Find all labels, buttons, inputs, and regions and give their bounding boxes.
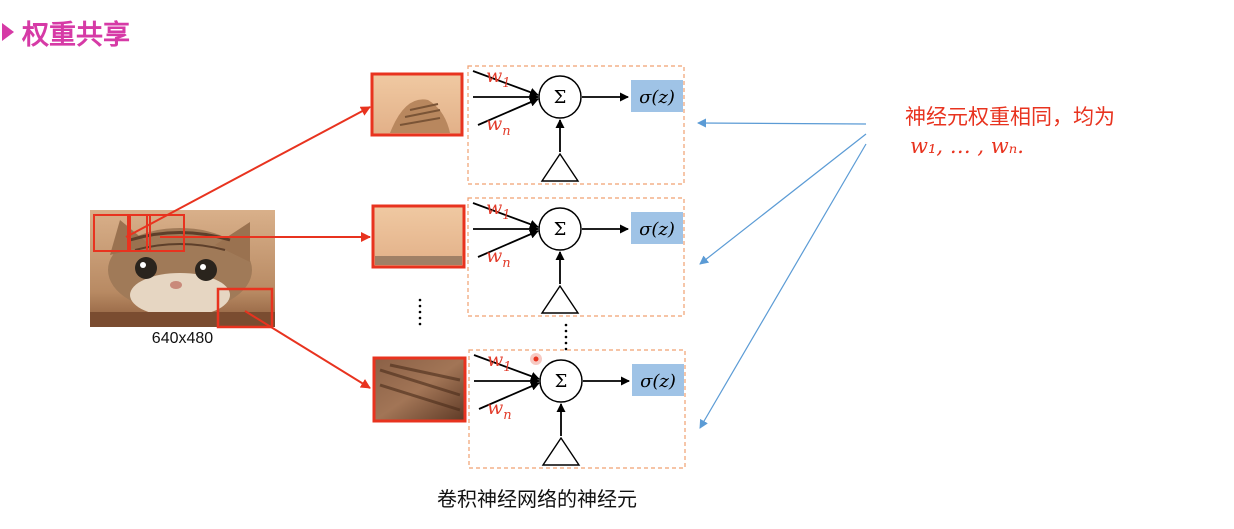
activation-box <box>631 212 683 244</box>
zoom-patch-3 <box>372 356 467 423</box>
slide-title: 权重共享 <box>0 14 130 51</box>
summation-node <box>538 75 582 119</box>
summation-node <box>539 359 583 403</box>
summation-node <box>538 207 582 251</box>
summation-symbol: Σ <box>554 87 567 108</box>
diagram-caption: 卷积神经网络的神经元 <box>437 487 637 511</box>
cat-image <box>90 210 275 327</box>
bias-triangle-icon <box>541 436 581 466</box>
zoom-patch-1 <box>370 72 464 137</box>
activation-label: σ(z) <box>639 219 675 240</box>
cat-patch-2 <box>127 214 151 252</box>
neuron-dashed-box <box>467 197 685 317</box>
input-arrow <box>473 354 540 381</box>
cat-patch-4 <box>216 287 274 329</box>
shared-weight-note: 神经元权重相同，均为 <box>905 105 1115 129</box>
input-arrow <box>478 382 540 410</box>
slide-title-text: 权重共享 <box>22 19 130 51</box>
input-arrow <box>477 98 539 126</box>
activation-label: σ(z) <box>639 87 675 108</box>
shared-weight-formula: w₁, … , wₙ. <box>910 134 1024 158</box>
summation-symbol: Σ <box>555 371 568 392</box>
activation-box <box>631 80 683 112</box>
pointer-arrow-2 <box>699 133 867 265</box>
input-arrow <box>477 230 539 258</box>
neuron-dashed-box <box>467 65 685 185</box>
pointer-arrow-1 <box>697 118 867 128</box>
patch-arrow-1 <box>125 106 371 238</box>
input-arrow <box>472 202 539 229</box>
weight-label-last: wn <box>486 245 511 271</box>
zoom-patch-2 <box>371 204 466 269</box>
ellipsis-dots-left <box>418 298 422 326</box>
summation-symbol: Σ <box>554 219 567 240</box>
neuron-dashed-box <box>468 349 686 469</box>
weight-label-last: wn <box>486 113 511 139</box>
bias-triangle-icon <box>540 152 580 182</box>
weight-label-last: wn <box>487 397 512 423</box>
title-bullet-icon <box>2 23 14 41</box>
bias-triangle-icon <box>540 284 580 314</box>
pointer-arrow-3 <box>699 143 867 429</box>
cursor-dot-icon <box>533 356 539 362</box>
weight-label-first: w1 <box>486 197 511 223</box>
image-size-label: 640x480 <box>151 330 214 347</box>
patch-arrow-3 <box>244 310 371 389</box>
weight-label-first: w1 <box>487 349 512 375</box>
weight-label-first: w1 <box>486 65 511 91</box>
ellipsis-dots-middle <box>564 323 568 351</box>
activation-label: σ(z) <box>640 371 676 392</box>
input-arrow <box>472 70 539 97</box>
cat-patch-1 <box>93 214 131 252</box>
activation-box <box>632 364 684 396</box>
